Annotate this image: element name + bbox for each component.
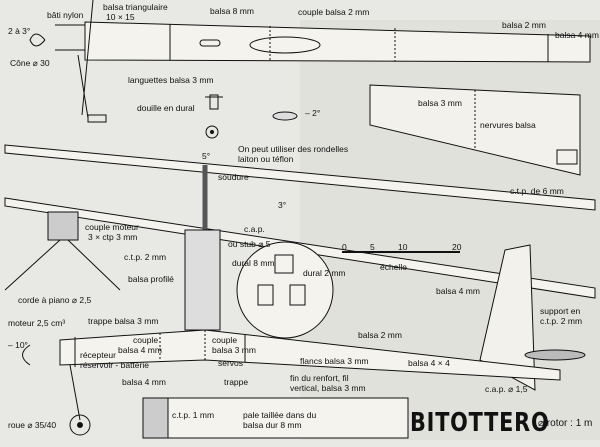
- label-balsa-4-tail: balsa 4 mm: [555, 30, 599, 40]
- label-rondelles-2: laiton ou téflon: [238, 154, 294, 164]
- label-rondelles-1: On peut utiliser des rondelles: [238, 144, 349, 154]
- label-balsa-4x4: balsa 4 × 4: [408, 358, 450, 368]
- label-balsa-2-fus: balsa 2 mm: [358, 330, 402, 340]
- label-stub: ou stub ⌀ 5: [228, 239, 271, 249]
- label-nervures: nervures balsa: [480, 120, 536, 130]
- label-couple-moteur-2: 3 × ctp 3 mm: [88, 232, 138, 242]
- label-cone: Cône ⌀ 30: [10, 58, 50, 68]
- label-corde: corde à piano ⌀ 2,5: [18, 295, 92, 305]
- label-balsa-3-stab: balsa 3 mm: [418, 98, 462, 108]
- label-couple-4b: balsa 4 mm: [118, 345, 162, 355]
- label-trappe: trappe: [224, 377, 249, 387]
- label-pale-1: pale taillée dans du: [243, 410, 317, 420]
- label-servos: servos: [218, 358, 244, 368]
- label-dural-2: dural 2 mm: [303, 268, 346, 278]
- label-balsa-4-bottom: balsa 4 mm: [122, 377, 166, 387]
- fin: [479, 244, 536, 391]
- label-fin-2: vertical, balsa 3 mm: [290, 383, 366, 393]
- label-cap: c.a.p.: [244, 224, 265, 234]
- label-angle: 2 à 3°: [8, 26, 31, 36]
- label-douille: douille en dural: [137, 103, 195, 113]
- label-couple-moteur-1: couple moteur: [85, 222, 139, 232]
- label-balsa-2-tail: balsa 2 mm: [502, 20, 546, 30]
- drawing-title: BITOTTERO: [410, 408, 550, 438]
- label-minus-2: – 2°: [305, 108, 321, 118]
- label-roue: roue ⌀ 35/40: [8, 420, 57, 430]
- label-balsa-tri-dim: 10 × 15: [106, 12, 135, 22]
- rotor-diameter: ⌀ rotor : 1 m: [538, 418, 593, 429]
- label-moteur: moteur 2,5 cm³: [8, 318, 66, 328]
- label-trappe-3: trappe balsa 3 mm: [88, 316, 159, 326]
- label-bati-nylon: bâti nylon: [47, 10, 84, 20]
- label-languettes: languettes balsa 3 mm: [128, 75, 214, 85]
- label-echelle: échelle: [380, 262, 407, 272]
- label-couple-3b: balsa 3 mm: [212, 345, 256, 355]
- label-ctp-6: c.t.p. de 6 mm: [510, 186, 564, 196]
- label-couple-2: couple balsa 2 mm: [298, 7, 370, 17]
- wheel: [69, 414, 91, 436]
- scale-20: 20: [452, 242, 462, 252]
- tail-boom-top-view: [84, 21, 591, 63]
- label-minus-10: – 10°: [8, 340, 28, 350]
- label-ctp-1: c.t.p. 1 mm: [172, 410, 215, 420]
- label-balsa-triangulaire: balsa triangulaire: [103, 2, 168, 12]
- label-balsa-profile: balsa profilé: [128, 274, 174, 284]
- blade-section: [142, 397, 409, 439]
- label-3-deg: 3°: [278, 200, 287, 210]
- label-pale-2: balsa dur 8 mm: [243, 420, 302, 430]
- label-support-1: support en: [540, 306, 581, 316]
- label-reservoir: réservoir - batterie: [80, 360, 149, 370]
- label-5-deg: 5°: [202, 151, 211, 161]
- label-flancs: flancs balsa 3 mm: [300, 356, 369, 366]
- label-cap-15: c.a.p. ⌀ 1,5: [485, 384, 528, 394]
- label-balsa-4-fin: balsa 4 mm: [436, 286, 480, 296]
- label-ctp-2: c.t.p. 2 mm: [124, 252, 167, 262]
- label-balsa-8: balsa 8 mm: [210, 6, 254, 16]
- rotor-blade-upper: [4, 144, 596, 211]
- label-dural-8: dural 8 mm: [232, 258, 275, 268]
- scale-5: 5: [370, 242, 375, 252]
- cutout: [249, 36, 321, 54]
- label-support-2: c.t.p. 2 mm: [540, 316, 583, 326]
- scale-10: 10: [398, 242, 408, 252]
- label-couple-4a: couple: [133, 335, 159, 345]
- label-couple-3a: couple: [212, 335, 238, 345]
- label-recepteur: récepteur: [80, 350, 116, 360]
- label-fin-1: fin du renfort, fil: [290, 373, 349, 383]
- scale-0: 0: [342, 242, 347, 252]
- label-soudure: soudure: [218, 172, 249, 182]
